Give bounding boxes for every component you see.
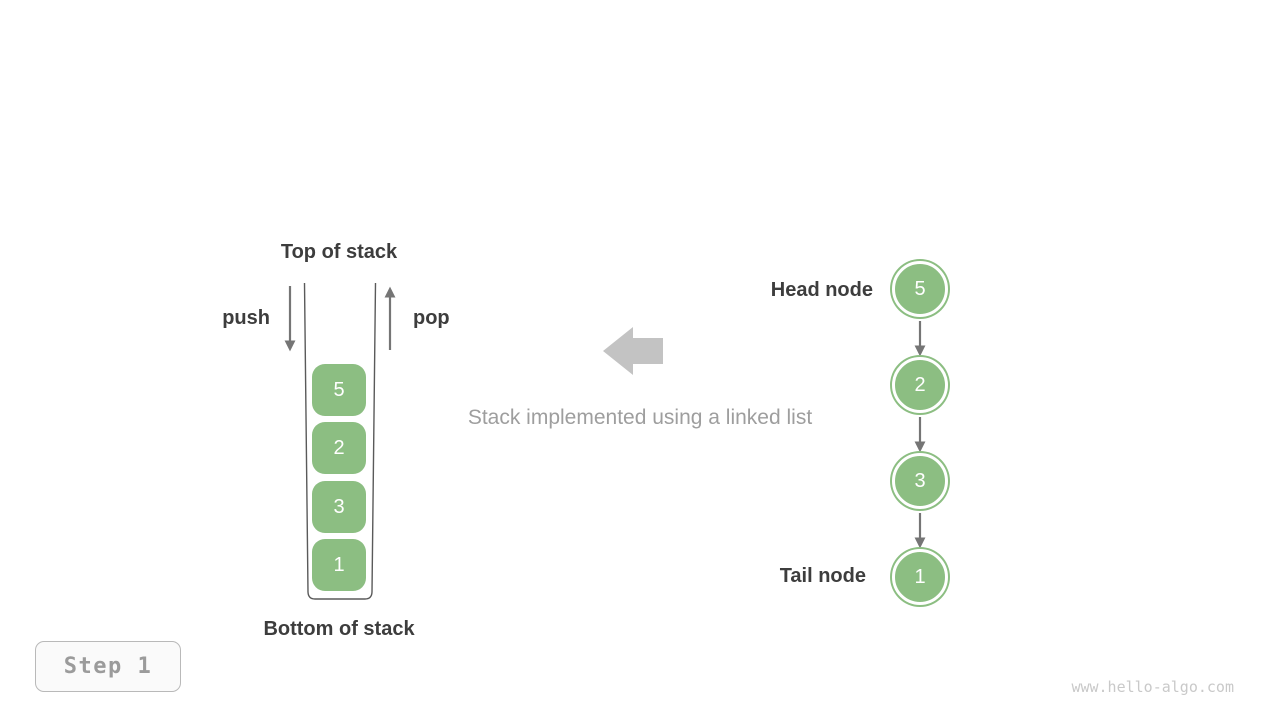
bottom-of-stack-label: Bottom of stack xyxy=(263,618,415,640)
stack-item: 5 xyxy=(312,364,366,416)
stack-container xyxy=(303,282,377,600)
push-label: push xyxy=(222,307,270,329)
step-badge: Step 1 xyxy=(35,641,181,692)
watermark: www.hello-algo.com xyxy=(1071,678,1234,696)
linked-list-node: 3 xyxy=(892,453,948,509)
pop-label: pop xyxy=(413,307,450,329)
top-of-stack-label: Top of stack xyxy=(280,241,398,263)
head-node-label: Head node xyxy=(770,279,873,301)
linked-list-node: 5 xyxy=(892,261,948,317)
stack-item: 3 xyxy=(312,481,366,533)
tail-node-label: Tail node xyxy=(779,565,866,587)
big-left-arrow-icon xyxy=(603,327,663,375)
linked-list-node: 2 xyxy=(892,357,948,413)
stack-item: 2 xyxy=(312,422,366,474)
linked-list-node: 1 xyxy=(892,549,948,605)
stack-item: 1 xyxy=(312,539,366,591)
caption-text: Stack implemented using a linked list xyxy=(467,406,813,429)
